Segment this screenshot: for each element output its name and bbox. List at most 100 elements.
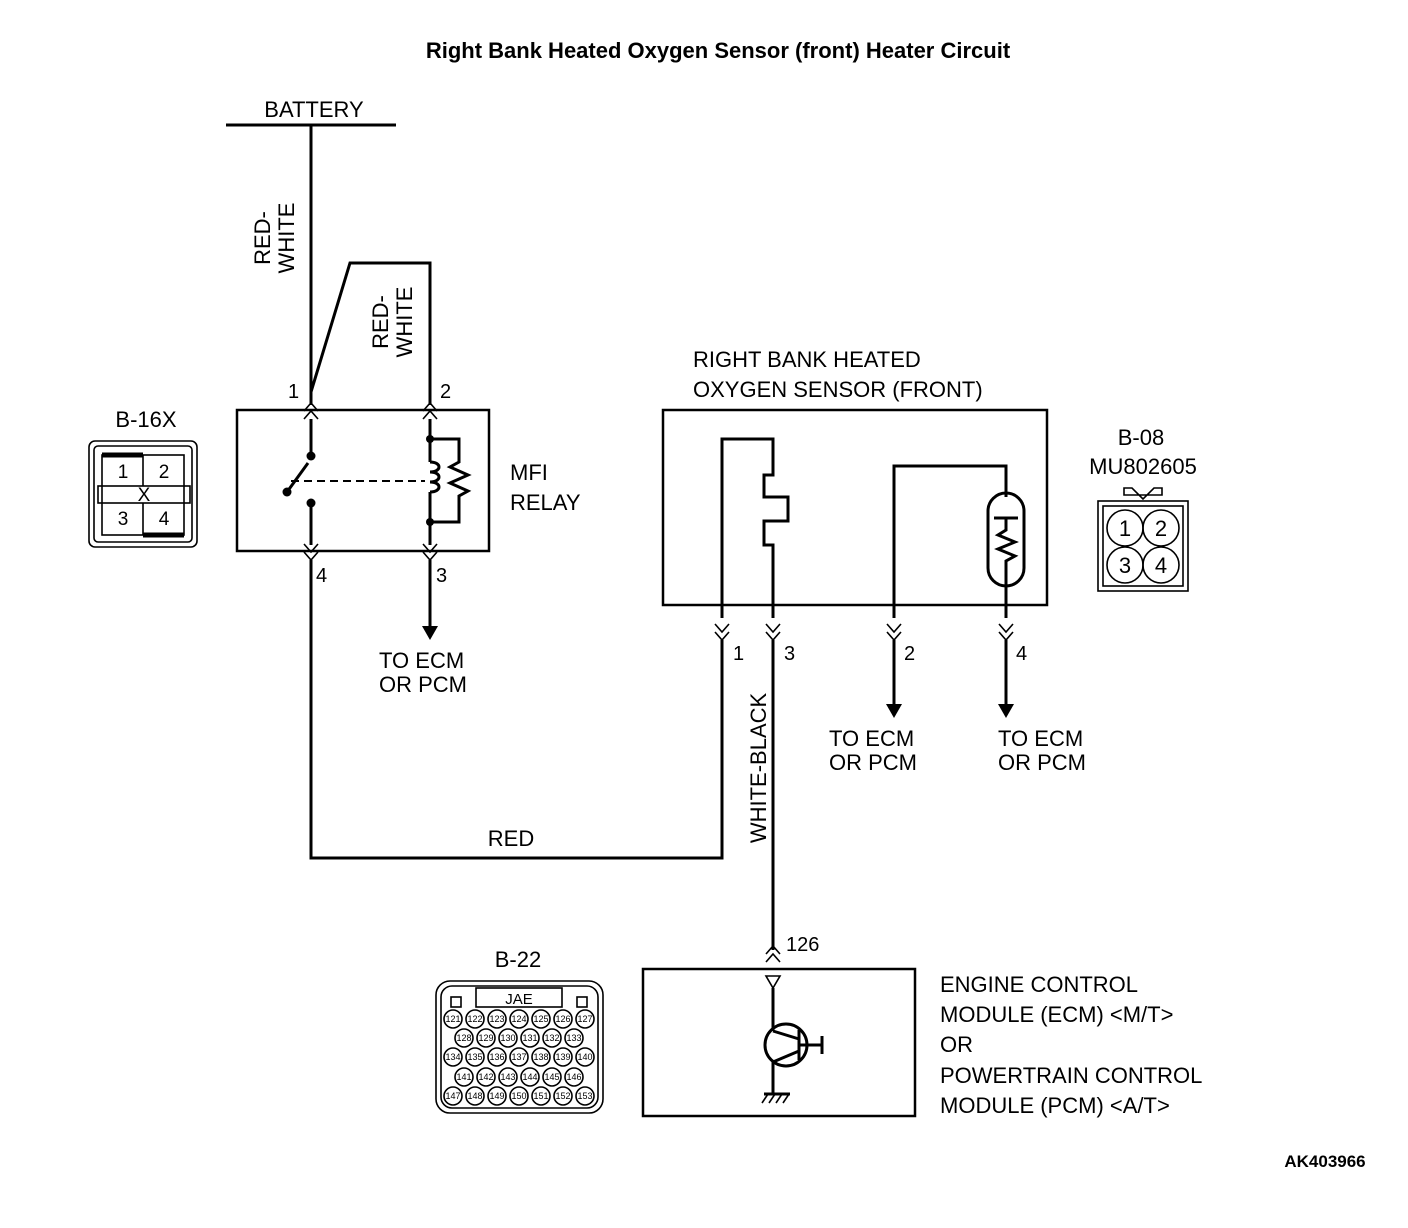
sensor-pin3-marker [765, 623, 781, 642]
ecm-connector-pin [553, 1009, 573, 1029]
ecm-connector-pin-label: 145 [544, 1072, 559, 1082]
ecm-box [641, 967, 917, 1118]
ecm-connector-pin-label: 151 [533, 1091, 548, 1101]
ecm-connector-pin-label: 135 [467, 1052, 482, 1062]
ecm-connector-pin-label: 140 [577, 1052, 592, 1062]
sensor-connector-pin1: 1 [1119, 516, 1131, 541]
relay-pin2-number: 2 [440, 381, 451, 403]
sensor-pin4-to-ecm-line2: OR PCM [998, 750, 1086, 775]
ecm-label-line5: MODULE (PCM) <A/T> [940, 1093, 1170, 1118]
ecm-connector-pin-label: 146 [566, 1072, 581, 1082]
ecm-connector-pin [443, 1009, 463, 1029]
ecm-connector-id: B-22 [495, 947, 541, 972]
svg-text:WHITE: WHITE [274, 203, 299, 274]
ecm-connector-pin [542, 1067, 562, 1087]
sensor-heater-element [720, 437, 790, 618]
ecm-connector-pin [487, 1047, 507, 1067]
ecm-connector-pin-label: 142 [478, 1072, 493, 1082]
ecm-connector-pin [465, 1009, 485, 1029]
ecm-connector-pin-label: 136 [489, 1052, 504, 1062]
ecm-connector-pin [476, 1067, 496, 1087]
arrow-sensor-pin4 [998, 704, 1014, 718]
relay-switch-blade [285, 462, 310, 493]
ecm-connector-pin [531, 1086, 551, 1106]
wire-label-red: RED [488, 826, 534, 851]
ecm-connector-pin [487, 1009, 507, 1029]
ecm-connector-pin [520, 1028, 540, 1048]
sensor-signal-wire [892, 464, 1008, 618]
ecm-label-line4: POWERTRAIN CONTROL [940, 1063, 1202, 1088]
sensor-connector-pin2: 2 [1155, 516, 1167, 541]
ecm-connector-pin-label: 131 [522, 1033, 537, 1043]
relay-connector-pin3: 3 [118, 509, 129, 530]
wire-label-red-white-1: RED- WHITE [250, 203, 299, 274]
ecm-connector-pin [531, 1009, 551, 1029]
relay-connector-id: B-16X [115, 407, 176, 432]
figure-code: AK403966 [1284, 1152, 1365, 1171]
ecm-connector-pin [465, 1086, 485, 1106]
ecm-connector-pin [498, 1067, 518, 1087]
ecm-connector-pin [465, 1047, 485, 1067]
ecm-connector-pin-label: 122 [467, 1014, 482, 1024]
ecm-connector-pin-label: 134 [445, 1052, 460, 1062]
ecm-label-line1: ENGINE CONTROL [940, 972, 1138, 997]
ecm-connector-pin-label: 148 [467, 1091, 482, 1101]
ecm-connector-pin-label: 139 [555, 1052, 570, 1062]
ecm-connector-pin [454, 1067, 474, 1087]
ecm-connector-pin-label: 123 [489, 1014, 504, 1024]
mfi-relay-box [235, 408, 491, 553]
ecm-connector-pin [564, 1067, 584, 1087]
ecm-input-marker [764, 975, 782, 990]
sensor-pin2-to-ecm-line1: TO ECM [829, 726, 914, 751]
ecm-connector-pin [575, 1047, 595, 1067]
ecm-connector-pin-label: 133 [566, 1033, 581, 1043]
arrow-sensor-pin2 [886, 704, 902, 718]
sensor-pin3-number: 3 [784, 643, 795, 665]
relay-resistor [430, 437, 472, 524]
ecm-connector-pin [509, 1086, 529, 1106]
ecm-connector-pin-label: 130 [500, 1033, 515, 1043]
relay-to-ecm-line1: TO ECM [379, 648, 464, 673]
arrow-relay-pin3 [422, 626, 438, 640]
ecm-pin-number: 126 [786, 934, 819, 956]
relay-pin1-number: 1 [288, 381, 299, 403]
ecm-connector-pin-label: 152 [555, 1091, 570, 1101]
ecm-connector-pin [498, 1028, 518, 1048]
ecm-pin126-marker [765, 944, 781, 963]
relay-pin4-number: 4 [316, 565, 327, 587]
relay-connector-pin2: 2 [159, 462, 170, 483]
sensor-connector-id: B-08 [1118, 425, 1164, 450]
relay-connector-mark: X [138, 485, 151, 506]
relay-connector-pin4: 4 [159, 509, 170, 530]
ecm-connector-pin-label: 124 [511, 1014, 526, 1024]
svg-text:RED-: RED- [368, 295, 393, 349]
sensor-label-line2: OXYGEN SENSOR (FRONT) [693, 377, 983, 402]
ecm-connector-pin-label: 129 [478, 1033, 493, 1043]
wire-label-white-black: WHITE-BLACK [746, 693, 771, 844]
relay-connector-pin1: 1 [118, 462, 129, 483]
ecm-connector-pin-label: 153 [577, 1091, 592, 1101]
relay-pin3-number: 3 [436, 565, 447, 587]
ecm-connector-pin-label: 121 [445, 1014, 460, 1024]
ecm-connector-pin [509, 1047, 529, 1067]
ecm-connector-pin [454, 1028, 474, 1048]
sensor-pin4-marker [998, 623, 1014, 642]
ecm-transistor-collector [772, 1029, 800, 1041]
wire-branch-to-relay-pin2 [309, 261, 432, 405]
ecm-connector-pin [509, 1009, 529, 1029]
oxygen-sensor-box [661, 408, 1049, 607]
sensor-pin1-number: 1 [733, 643, 744, 665]
ecm-connector-pin-label: 143 [500, 1072, 515, 1082]
relay-pin1-marker [303, 401, 319, 420]
ecm-connector-pin [575, 1009, 595, 1029]
sensor-pin2-number: 2 [904, 643, 915, 665]
sensor-pin2-marker [886, 623, 902, 642]
wire-label-red-white-2: RED- WHITE [368, 287, 417, 358]
sensor-label-line1: RIGHT BANK HEATED [693, 347, 921, 372]
sensor-element-resistor [994, 518, 1019, 618]
sensor-connector-pin4: 4 [1155, 553, 1167, 578]
ecm-connector-pin-label: 138 [533, 1052, 548, 1062]
ecm-connector-pin-label: 127 [577, 1014, 592, 1024]
